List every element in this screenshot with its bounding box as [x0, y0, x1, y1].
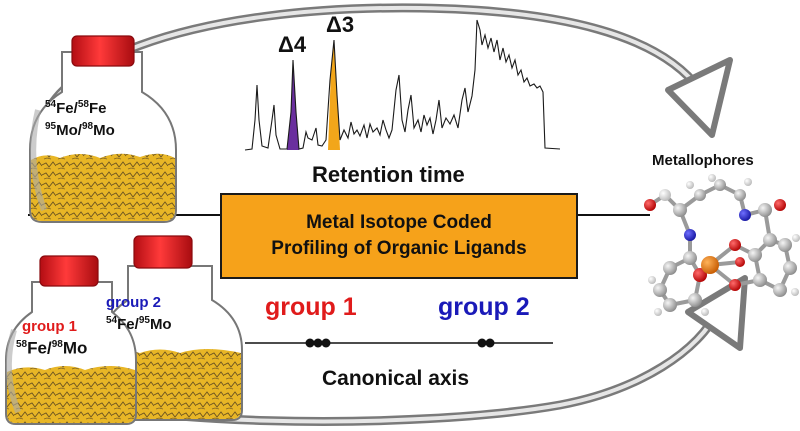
metallophore-molecule: [644, 174, 800, 316]
group2-point: [485, 338, 495, 348]
bottle-top: [29, 35, 177, 223]
group1-point: [321, 338, 331, 348]
axis-group2-label: group 2: [438, 293, 530, 321]
bottle-group1: [5, 255, 137, 425]
bottle-group2-name: group 2: [106, 294, 161, 311]
chromatogram: [244, 19, 561, 151]
axis-group1-label: group 1: [265, 293, 357, 321]
bottle-group2-text: group 2 54Fe/95Mo: [106, 294, 172, 333]
peak-delta3-fill: [328, 40, 340, 150]
bottle-group1-text: group 1 58Fe/98Mo: [16, 318, 88, 358]
retention-time-label: Retention time: [312, 162, 465, 187]
metallophores-label: Metallophores: [652, 152, 754, 169]
peak-label-delta4: Δ4: [278, 32, 307, 57]
group2-point: [477, 338, 487, 348]
canonical-axis: [245, 338, 553, 348]
method-title-line1: Metal Isotope Coded: [306, 212, 492, 233]
canonical-axis-label: Canonical axis: [322, 367, 470, 390]
chromatogram-trace: [244, 19, 561, 151]
bottle-group1-name: group 1: [22, 318, 77, 335]
peak-delta4-fill: [287, 60, 299, 150]
group1-point: [313, 338, 323, 348]
bottle-top-isotopes: 54Fe/58Fe 95Mo/98Mo: [45, 99, 115, 139]
method-title-box: Metal Isotope Coded Profiling of Organic…: [220, 193, 578, 279]
peak-label-delta3: Δ3: [326, 12, 355, 37]
method-title-line2: Profiling of Organic Ligands: [271, 238, 527, 259]
group1-point: [305, 338, 315, 348]
